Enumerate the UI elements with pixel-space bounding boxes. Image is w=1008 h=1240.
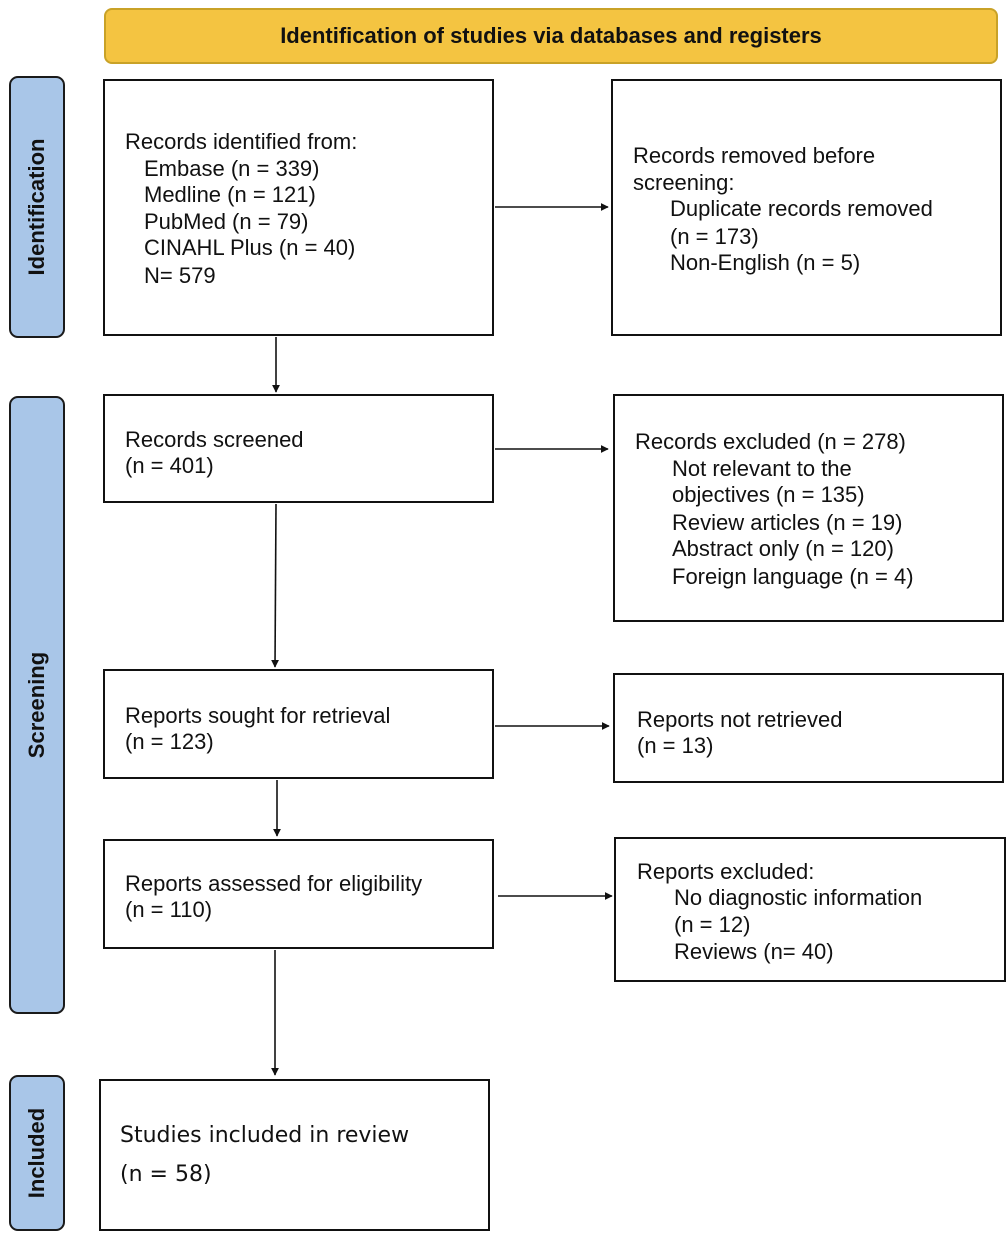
excluded-objectives: objectives (n = 135) bbox=[672, 482, 865, 507]
arrow-screened-to-sought bbox=[271, 503, 280, 668]
excluded-reviews: Review articles (n = 19) bbox=[672, 510, 903, 535]
records-screened-count: (n = 401) bbox=[125, 453, 214, 478]
stage-screening: Screening bbox=[9, 396, 65, 1014]
reports-not-retrieved-count: (n = 13) bbox=[637, 733, 714, 758]
duplicates-removed: Duplicate records removed bbox=[670, 196, 933, 221]
non-english-removed: Non-English (n = 5) bbox=[670, 250, 861, 275]
reports-sought-title: Reports sought for retrieval bbox=[125, 703, 391, 728]
excluded-not-relevant: Not relevant to the bbox=[672, 456, 852, 481]
reports-excluded-title: Reports excluded: bbox=[637, 859, 815, 884]
header-banner: Identification of studies via databases … bbox=[104, 8, 998, 64]
reports-excluded-box: Reports excluded: No diagnostic informat… bbox=[614, 837, 1006, 982]
reports-assessed-box: Reports assessed for eligibility (n = 11… bbox=[103, 839, 494, 949]
source-medline: Medline (n = 121) bbox=[144, 182, 316, 207]
source-embase: Embase (n = 339) bbox=[144, 156, 320, 181]
excluded-no-diagnostic-count: (n = 12) bbox=[674, 912, 751, 937]
reports-not-retrieved-box: Reports not retrieved (n = 13) bbox=[613, 673, 1004, 783]
excluded-reviews-count: Reviews (n= 40) bbox=[674, 939, 834, 964]
records-identified-box: Records identified from: Embase (n = 339… bbox=[103, 79, 494, 336]
source-cinahl: CINAHL Plus (n = 40) bbox=[144, 235, 356, 260]
header-title: Identification of studies via databases … bbox=[280, 23, 822, 48]
studies-included-box: Studies included in review (n = 58) bbox=[99, 1079, 490, 1231]
excluded-foreign-language: Foreign language (n = 4) bbox=[672, 564, 914, 589]
source-pubmed: PubMed (n = 79) bbox=[144, 209, 309, 234]
stage-identification: Identification bbox=[9, 76, 65, 338]
records-removed-title-2: screening: bbox=[633, 170, 735, 195]
records-screened-box: Records screened (n = 401) bbox=[103, 394, 494, 503]
excluded-no-diagnostic: No diagnostic information bbox=[674, 885, 923, 910]
stage-included: Included bbox=[9, 1075, 65, 1231]
records-total: N= 579 bbox=[144, 263, 216, 288]
excluded-abstract-only: Abstract only (n = 120) bbox=[672, 536, 894, 561]
studies-included-count: (n = 58) bbox=[120, 1162, 212, 1187]
records-excluded-title: Records excluded (n = 278) bbox=[635, 429, 906, 454]
studies-included-title: Studies included in review bbox=[120, 1123, 410, 1148]
reports-sought-box: Reports sought for retrieval (n = 123) bbox=[103, 669, 494, 779]
reports-sought-count: (n = 123) bbox=[125, 729, 214, 754]
duplicates-count: (n = 173) bbox=[670, 224, 759, 249]
reports-assessed-title: Reports assessed for eligibility bbox=[125, 871, 423, 896]
records-excluded-box: Records excluded (n = 278) Not relevant … bbox=[613, 394, 1004, 622]
records-removed-title-1: Records removed before bbox=[633, 143, 876, 168]
records-removed-box: Records removed before screening: Duplic… bbox=[611, 79, 1002, 336]
reports-assessed-count: (n = 110) bbox=[125, 897, 213, 922]
reports-not-retrieved-title: Reports not retrieved bbox=[637, 707, 843, 732]
records-screened-title: Records screened bbox=[125, 427, 304, 452]
records-identified-title: Records identified from: bbox=[125, 129, 358, 154]
